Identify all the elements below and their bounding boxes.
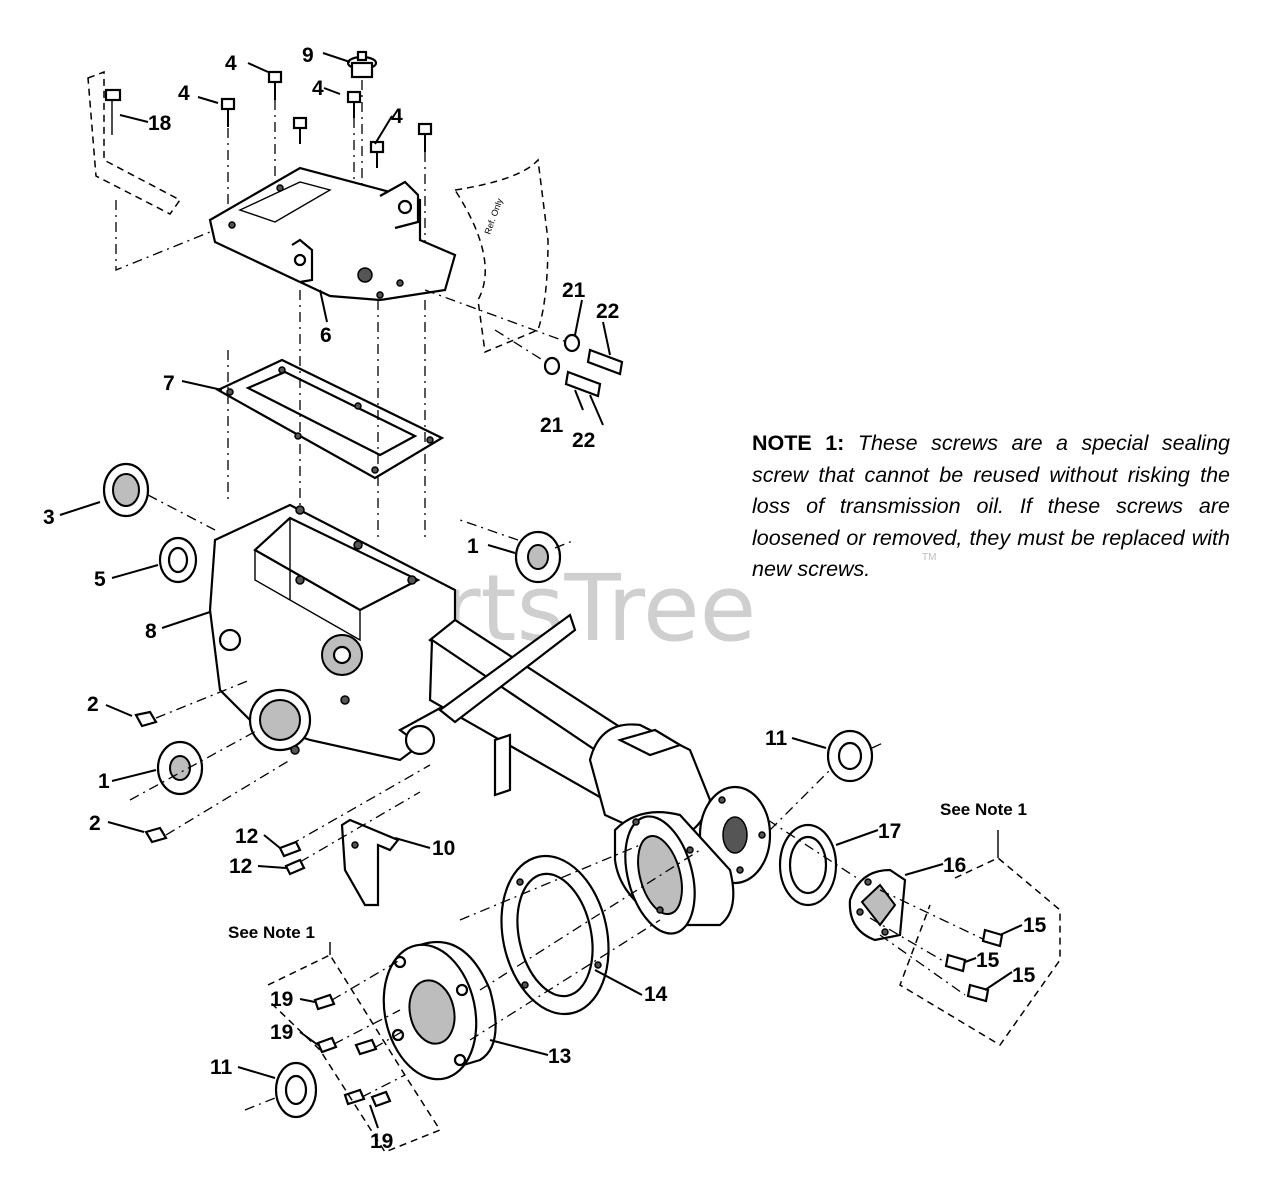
note-1-text: These screws are a special sealing screw… (752, 431, 1230, 581)
watermark-tm: TM (922, 552, 936, 563)
callout-13: 13 (548, 1045, 571, 1068)
callout-22-b: 22 (572, 429, 595, 452)
callout-1-b: 1 (98, 770, 110, 793)
callout-10: 10 (432, 837, 455, 860)
part-11-seal-right (826, 729, 886, 783)
part-11-seal-bottom (244, 1061, 318, 1119)
see-note-right: See Note 1 (940, 800, 1027, 819)
part-15-screws (869, 830, 1061, 1047)
part-19-screws (267, 942, 442, 1153)
callout-14: 14 (644, 983, 668, 1006)
callout-22-a: 22 (596, 300, 619, 323)
callout-4-a: 4 (178, 82, 190, 105)
callout-16: 16 (943, 854, 966, 877)
svg-text:Ref. Only: Ref. Only (482, 197, 504, 236)
callout-18: 18 (148, 112, 172, 135)
axle-tube (428, 613, 772, 885)
part-8-housing (208, 503, 457, 762)
callout-15-a: 15 (1023, 914, 1047, 937)
part-6-cover-plate (208, 166, 457, 302)
callout-11-b: 11 (210, 1056, 233, 1079)
callout-19-b: 19 (270, 1021, 293, 1044)
callout-11-a: 11 (765, 727, 788, 750)
note-1: NOTE 1: These screws are a special seali… (752, 428, 1230, 586)
part-3-seal (102, 462, 216, 531)
callout-21-b: 21 (540, 414, 564, 437)
callout-4-b: 4 (225, 52, 237, 75)
see-note-left: See Note 1 (228, 923, 315, 942)
part-17-gasket (767, 819, 861, 907)
part-7-gasket (215, 358, 445, 480)
callout-19-c: 19 (370, 1130, 393, 1153)
callout-8: 8 (145, 620, 157, 643)
callout-9: 9 (302, 44, 314, 67)
callout-12-a: 12 (235, 825, 258, 848)
callout-4-d: 4 (391, 105, 403, 128)
callout-4-c: 4 (312, 77, 324, 100)
callout-2-a: 2 (87, 693, 99, 716)
callout-2-b: 2 (89, 812, 101, 835)
note-1-label: NOTE 1: (752, 431, 845, 455)
callout-12-b: 12 (229, 855, 252, 878)
shield-panel: Ref. Only (453, 158, 549, 354)
callout-21-a: 21 (562, 279, 586, 302)
callouts: 4 4 9 4 4 18 6 7 21 22 21 22 3 5 8 1 2 1… (43, 44, 1047, 1153)
part-14-gasket (500, 854, 610, 1016)
callout-15-c: 15 (1012, 964, 1036, 987)
callout-19-a: 19 (270, 988, 293, 1011)
part-12-screws (278, 840, 306, 876)
callout-17: 17 (878, 820, 901, 843)
part-10-bracket (289, 764, 431, 907)
top-screws (220, 50, 433, 270)
part-5-seal (158, 536, 198, 584)
part-2-plug-bottom (144, 759, 291, 844)
part-9-breather (346, 50, 378, 270)
part-16-cover (848, 868, 907, 942)
callout-6: 6 (320, 324, 332, 347)
part-1-bearing-bottom (129, 729, 259, 801)
callout-5: 5 (94, 568, 106, 591)
callout-7: 7 (163, 372, 175, 395)
parts-21-22-screws (424, 289, 624, 398)
callout-3: 3 (43, 506, 55, 529)
leader-lines (59, 52, 1023, 1129)
part-18-bracket (87, 70, 216, 271)
part-1-bearing-top (459, 519, 576, 584)
callout-1-a: 1 (467, 535, 479, 558)
callout-15-b: 15 (976, 949, 1000, 972)
part-2-plug-top (134, 679, 251, 728)
part-13-housing-cap (382, 940, 497, 1081)
final-drive-casting (613, 811, 735, 935)
